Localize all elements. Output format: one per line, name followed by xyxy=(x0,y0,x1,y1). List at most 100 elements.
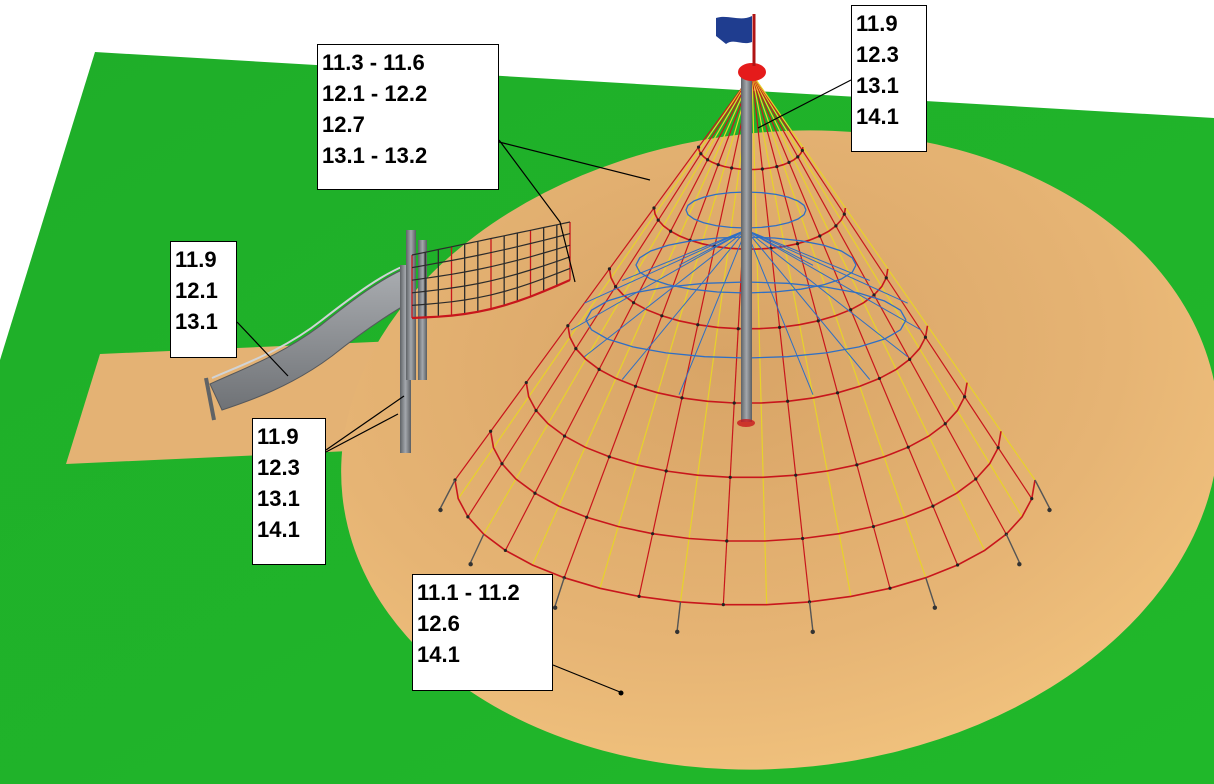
net-knot xyxy=(908,357,912,361)
anchor-peg xyxy=(438,507,443,513)
label-line: 11.1 - 11.2 xyxy=(417,580,520,605)
net-knot xyxy=(955,563,960,567)
net-inner-rope xyxy=(584,229,747,304)
net-radial-rope xyxy=(751,73,1036,481)
net-knot xyxy=(996,446,1000,450)
net-knot xyxy=(696,145,701,149)
net-knot xyxy=(760,167,764,171)
net-knot xyxy=(524,380,528,385)
net-knot xyxy=(871,524,876,529)
anchor-peg xyxy=(1047,507,1052,513)
net-knot xyxy=(607,455,611,459)
net-ring-rope xyxy=(489,431,1002,542)
net-knot xyxy=(834,224,838,228)
net-knot xyxy=(816,319,820,323)
net-knot xyxy=(800,148,804,153)
net-knot xyxy=(796,155,800,159)
net-knot xyxy=(877,376,882,381)
net-knot xyxy=(651,532,655,536)
net-knot xyxy=(801,536,805,541)
label-line: 12.1 - 12.2 xyxy=(322,81,428,106)
net-inner-rope xyxy=(685,191,807,229)
net-knot xyxy=(775,164,779,169)
net-knot xyxy=(637,594,641,598)
label-line: 12.3 xyxy=(856,42,899,67)
net-knot xyxy=(574,346,578,351)
net-ring-rope xyxy=(525,382,968,479)
anchor-rope xyxy=(470,533,485,563)
label-slide: 11.9 12.1 13.1 xyxy=(170,241,237,358)
net-knot xyxy=(585,515,589,519)
anchor-rope xyxy=(439,479,456,509)
net-knot xyxy=(503,548,507,553)
anchor-peg xyxy=(468,562,473,567)
anchor-rope xyxy=(676,601,682,630)
net-inner-rope xyxy=(745,229,922,331)
label-line: 12.3 xyxy=(257,455,300,480)
net-inner-rope xyxy=(745,229,814,395)
bridge-rope xyxy=(411,244,571,281)
net-knot xyxy=(632,301,636,305)
net-knot xyxy=(888,586,892,590)
label-line: 11.3 - 11.6 xyxy=(322,50,425,75)
net-inner-rope xyxy=(745,229,908,304)
net-knot xyxy=(534,408,538,413)
leader-lines xyxy=(236,79,852,693)
net-radial-rope xyxy=(531,73,753,566)
net-knot xyxy=(872,293,876,297)
rope-bridge xyxy=(411,221,571,320)
net-ring-rope xyxy=(454,479,1036,606)
post-front xyxy=(400,265,411,453)
net-knot xyxy=(699,152,703,156)
mast-base xyxy=(737,419,755,427)
net-knot xyxy=(842,212,846,216)
surface-marker xyxy=(618,690,624,696)
bridge-rope xyxy=(411,256,571,294)
net-knot xyxy=(721,603,725,607)
net-radial-rope xyxy=(751,73,927,578)
net-knot xyxy=(884,276,888,280)
net-knot xyxy=(963,395,967,399)
net-radial-rope xyxy=(751,73,852,597)
label-line: 11.9 xyxy=(175,247,217,272)
net-radial-rope xyxy=(751,73,811,602)
net-knot xyxy=(696,323,700,327)
net-knot xyxy=(794,473,798,477)
net-knot xyxy=(680,396,684,400)
anchor-rope xyxy=(1034,479,1051,509)
net-knot xyxy=(974,477,978,481)
net-radial-rope xyxy=(751,73,1007,535)
net-knot xyxy=(732,401,736,405)
label-surface: 11.1 - 11.2 12.6 14.1 xyxy=(412,574,553,691)
label-line: 12.1 xyxy=(175,278,218,303)
label-bridge: 11.3 - 11.6 12.1 - 12.2 12.7 13.1 - 13.2 xyxy=(317,44,499,190)
net-knot xyxy=(660,314,664,318)
bridge-rope xyxy=(411,233,571,269)
label-line: 11.9 xyxy=(856,11,898,36)
net-knot xyxy=(818,234,822,238)
anchor-rope xyxy=(1005,533,1020,563)
net-inner-rope xyxy=(745,229,871,380)
net-knot xyxy=(778,325,782,329)
net-radial-rope xyxy=(504,73,753,551)
label-line: 13.1 xyxy=(856,73,899,98)
net-inner-rope xyxy=(678,229,747,266)
net-knot xyxy=(728,475,732,479)
anchor-rope xyxy=(554,577,565,606)
net-knot xyxy=(652,206,656,210)
central-mast xyxy=(741,72,752,422)
net-knot xyxy=(466,515,470,519)
net-inner-rope xyxy=(745,229,814,266)
net-inner-rope xyxy=(745,229,908,358)
bridge-rope xyxy=(411,221,571,256)
bridge-rope xyxy=(411,267,571,306)
net-radial-rope xyxy=(467,73,753,518)
net-inner-rope xyxy=(622,229,747,281)
label-posts: 11.9 12.3 13.1 14.1 xyxy=(252,418,326,565)
net-knot xyxy=(906,445,910,449)
anchor-peg xyxy=(810,629,815,635)
net-radial-rope xyxy=(483,73,753,535)
net-radial-rope xyxy=(751,73,959,566)
label-line: 13.1 xyxy=(175,309,218,334)
